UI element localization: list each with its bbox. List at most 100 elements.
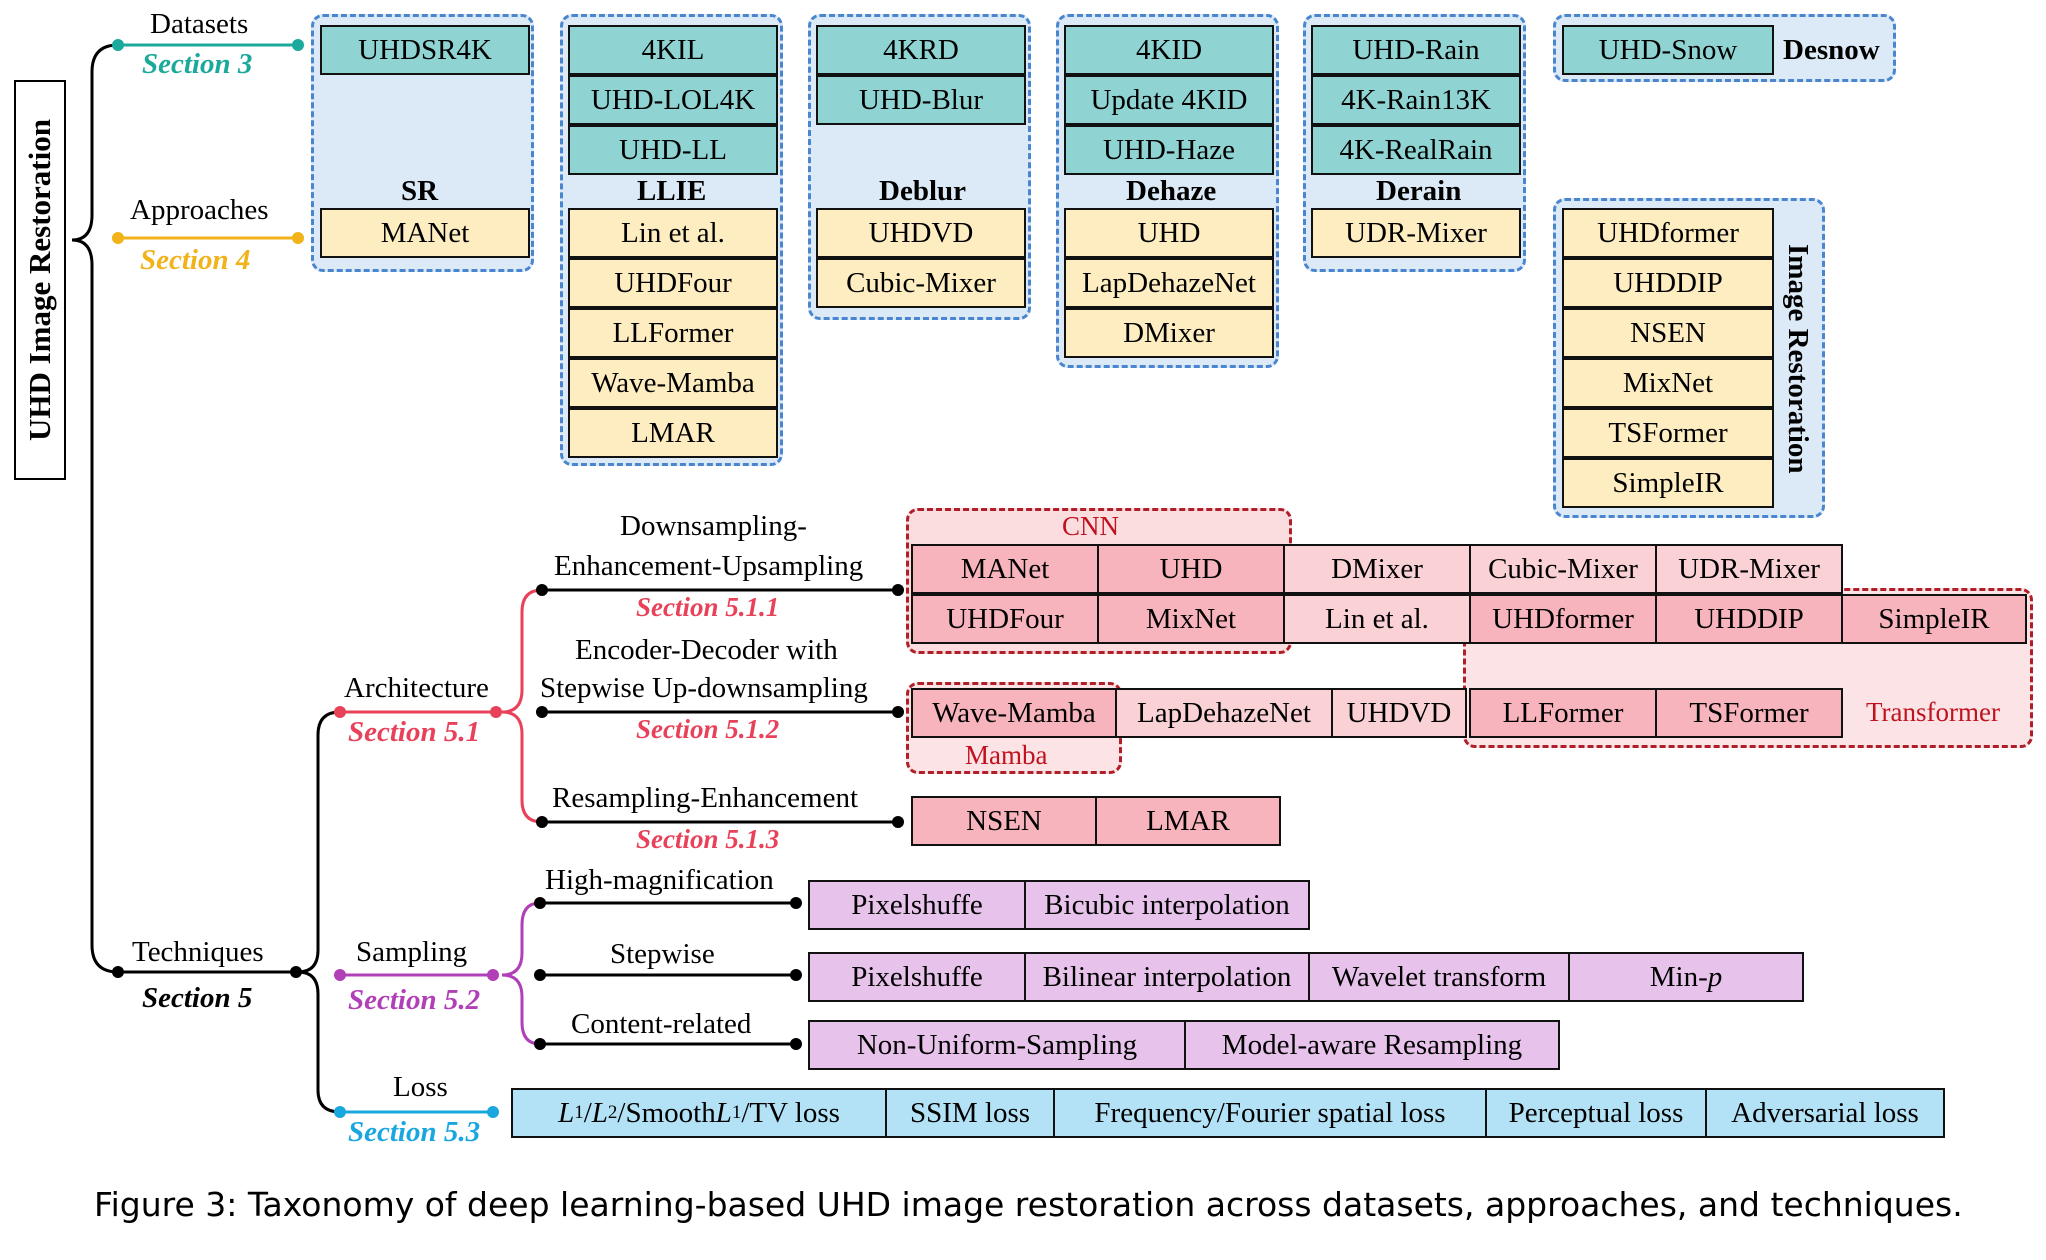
dataset-uhd-snow: UHD-Snow <box>1562 25 1774 75</box>
min-p-suffix: p <box>1707 960 1723 993</box>
arch-cubic-mixer: Cubic-Mixer <box>1469 544 1657 594</box>
sampling-bilinear: Bilinear interpolation <box>1024 952 1310 1002</box>
approach-cubic-mixer: Cubic-Mixer <box>816 258 1026 308</box>
loss-sep: / <box>583 1096 592 1129</box>
dataset-uhd-rain: UHD-Rain <box>1311 25 1521 75</box>
approach-uhdfour: UHDFour <box>568 258 778 308</box>
arch-sub1-label-1: Downsampling- <box>620 510 807 542</box>
approaches-section: Section 4 <box>140 244 251 276</box>
loss-l-2: L <box>591 1096 608 1129</box>
mamba-tag: Mamba <box>965 740 1048 770</box>
sampling-section: Section 5.2 <box>348 984 481 1016</box>
loss-perceptual: Perceptual loss <box>1485 1088 1707 1138</box>
group-deblur-title: Deblur <box>879 175 966 207</box>
arch-uhdformer: UHDformer <box>1469 594 1657 644</box>
arch-lin-et-al: Lin et al. <box>1283 594 1471 644</box>
group-derain-title: Derain <box>1376 175 1462 207</box>
loss-sub-3: 1 <box>731 1102 742 1123</box>
arch-sub3-label: Resampling-Enhancement <box>552 782 859 814</box>
root-label: UHD Image Restoration <box>22 118 57 441</box>
dataset-4kid: 4KID <box>1064 25 1274 75</box>
approach-mixnet: MixNet <box>1562 358 1774 408</box>
loss-l-3: L <box>715 1096 732 1129</box>
approach-lmar: LMAR <box>568 408 778 458</box>
dataset-uhdsr4k: UHDSR4K <box>320 25 530 75</box>
sampling-wavelet: Wavelet transform <box>1308 952 1570 1002</box>
sampling-stepwise-label: Stepwise <box>610 938 715 970</box>
approach-manet: MANet <box>320 208 530 258</box>
dataset-4krd: 4KRD <box>816 25 1026 75</box>
approach-uhddip: UHDDIP <box>1562 258 1774 308</box>
approach-tsformer: TSFormer <box>1562 408 1774 458</box>
arch-sub2-label-1: Encoder-Decoder with <box>575 634 838 666</box>
root-node: UHD Image Restoration <box>14 80 66 480</box>
arch-manet: MANet <box>911 544 1099 594</box>
sampling-bicubic: Bicubic interpolation <box>1024 880 1310 930</box>
datasets-label: Datasets <box>150 8 249 40</box>
arch-wave-mamba: Wave-Mamba <box>911 688 1117 738</box>
arch-uhdvd: UHDVD <box>1331 688 1467 738</box>
approach-lin-et-al: Lin et al. <box>568 208 778 258</box>
dataset-uhd-blur: UHD-Blur <box>816 75 1026 125</box>
architecture-label: Architecture <box>344 672 489 704</box>
approach-uhd: UHD <box>1064 208 1274 258</box>
arch-uhd: UHD <box>1097 544 1285 594</box>
arch-sub2-section: Section 5.1.2 <box>636 714 780 744</box>
arch-sub3-section: Section 5.1.3 <box>636 824 780 854</box>
approach-lapdehazenet: LapDehazeNet <box>1064 258 1274 308</box>
loss-sub-2: 2 <box>607 1102 618 1123</box>
approach-udr-mixer: UDR-Mixer <box>1311 208 1521 258</box>
group-dehaze-title: Dehaze <box>1126 175 1217 207</box>
arch-tsformer: TSFormer <box>1655 688 1843 738</box>
dataset-4k-realrain: 4K-RealRain <box>1311 125 1521 175</box>
loss-sub-1: 1 <box>574 1102 584 1123</box>
dataset-4k-rain13k: 4K-Rain13K <box>1311 75 1521 125</box>
approach-nsen: NSEN <box>1562 308 1774 358</box>
loss-adversarial: Adversarial loss <box>1705 1088 1945 1138</box>
group-image-restoration-title: Image Restoration <box>1782 244 1814 474</box>
group-llie-title: LLIE <box>637 175 707 207</box>
dataset-uhd-ll: UHD-LL <box>568 125 778 175</box>
loss-tv: /TV loss <box>741 1096 840 1129</box>
dataset-uhd-lol4k: UHD-LOL4K <box>568 75 778 125</box>
arch-sub1-section: Section 5.1.1 <box>636 592 780 622</box>
arch-udr-mixer: UDR-Mixer <box>1655 544 1843 594</box>
group-desnow-title: Desnow <box>1783 34 1880 66</box>
sampling-model-aware: Model-aware Resampling <box>1184 1020 1560 1070</box>
loss-ssim: SSIM loss <box>885 1088 1055 1138</box>
transformer-tag: Transformer <box>1866 697 2000 727</box>
datasets-section: Section 3 <box>142 48 253 80</box>
sampling-high-label: High-magnification <box>545 864 774 896</box>
figure-caption: Figure 3: Taxonomy of deep learning-base… <box>94 1185 1963 1224</box>
loss-frequency: Frequency/Fourier spatial loss <box>1053 1088 1487 1138</box>
dataset-4kil: 4KIL <box>568 25 778 75</box>
arch-lapdehazenet: LapDehazeNet <box>1115 688 1333 738</box>
dataset-uhd-haze: UHD-Haze <box>1064 125 1274 175</box>
loss-section: Section 5.3 <box>348 1116 481 1148</box>
approach-uhdformer: UHDformer <box>1562 208 1774 258</box>
arch-sub1-label-2: Enhancement-Upsampling <box>554 550 864 582</box>
loss-smooth: /Smooth <box>617 1096 716 1129</box>
sampling-non-uniform: Non-Uniform-Sampling <box>808 1020 1186 1070</box>
architecture-section: Section 5.1 <box>348 716 481 748</box>
approaches-label: Approaches <box>130 194 269 226</box>
sampling-label: Sampling <box>356 936 468 968</box>
arch-llformer: LLFormer <box>1469 688 1657 738</box>
sampling-content-label: Content-related <box>571 1008 752 1040</box>
approach-dmixer: DMixer <box>1064 308 1274 358</box>
approach-wave-mamba: Wave-Mamba <box>568 358 778 408</box>
approach-simpleir: SimpleIR <box>1562 458 1774 508</box>
sampling-pixelshuffe-2: Pixelshuffe <box>808 952 1026 1002</box>
arch-uhdfour: UHDFour <box>911 594 1099 644</box>
arch-mixnet: MixNet <box>1097 594 1285 644</box>
loss-label: Loss <box>393 1071 448 1103</box>
dataset-update-4kid: Update 4KID <box>1064 75 1274 125</box>
loss-l-1: L <box>558 1096 575 1129</box>
arch-simpleir: SimpleIR <box>1841 594 2027 644</box>
approach-uhdvd: UHDVD <box>816 208 1026 258</box>
sampling-pixelshuffe-1: Pixelshuffe <box>808 880 1026 930</box>
cnn-tag: CNN <box>1062 511 1120 541</box>
approach-llformer: LLFormer <box>568 308 778 358</box>
